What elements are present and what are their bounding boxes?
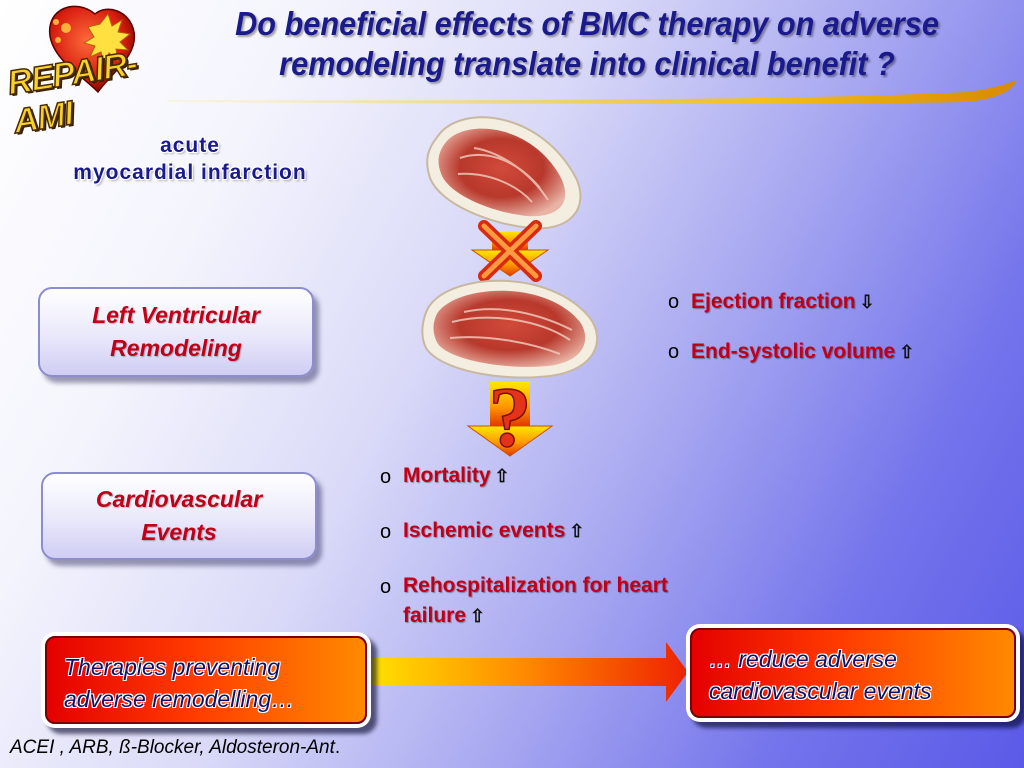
right-arrow-icon	[360, 642, 688, 702]
list-item: o Rehospitalization for heart failure⇧	[380, 571, 703, 631]
down-arrow-icon	[466, 382, 554, 457]
bullet-icon: o	[668, 341, 680, 363]
cross-icon	[478, 220, 542, 282]
cv-events-line-2: Events	[141, 519, 217, 545]
therapies-text: Therapies preventing adverse remodelling…	[64, 651, 374, 715]
clinical-effects-list: o Mortality⇧ o Ischemic events⇧ o Rehosp…	[380, 461, 720, 656]
list-item: o Ischemic events⇧	[380, 516, 720, 546]
heart-slice-icon	[421, 279, 599, 379]
ami-label: acute myocardial infarction	[40, 132, 340, 186]
footnote-text: ACEI , ARB, ß-Blocker, Aldosteron-Ant	[10, 737, 335, 758]
effect-label: Mortality	[403, 464, 491, 487]
effect-label: Rehospitalization for heart failure	[403, 574, 668, 627]
therapies-line-2: adverse remodelling…	[64, 686, 295, 712]
question-mark: ?	[489, 369, 532, 465]
effect-label: Ejection fraction	[691, 290, 856, 313]
footnote-period: .	[334, 737, 341, 758]
title-line-1: Do beneficial effects of BMC therapy on …	[235, 5, 939, 42]
slide-title: Do beneficial effects of BMC therapy on …	[181, 4, 994, 84]
lv-remodeling-line-1: Left Ventricular	[92, 302, 260, 328]
outcome-box	[690, 628, 1016, 718]
up-arrow-icon: ⇧	[470, 606, 486, 626]
outcome-line-2: cardiovascular events	[709, 678, 932, 704]
up-arrow-icon: ⇧	[494, 466, 510, 486]
therapies-line-1: Therapies preventing	[64, 654, 281, 680]
heart-logo-icon	[49, 5, 136, 94]
lv-remodeling-box: Left Ventricular Remodeling	[38, 287, 314, 377]
bullet-icon: o	[380, 466, 392, 488]
remodeling-effects-list: o Ejection fraction⇩ o End-systolic volu…	[668, 290, 914, 390]
up-arrow-icon: ⇧	[899, 342, 915, 362]
heart-slice-icon	[426, 116, 582, 230]
heart-diagram: ?	[421, 116, 599, 466]
cv-events-line-1: Cardiovascular	[95, 486, 263, 512]
ami-label-line-1: acute	[160, 134, 220, 157]
up-arrow-icon: ⇧	[569, 521, 585, 541]
bullet-icon: o	[668, 291, 680, 313]
effect-label: Ischemic events	[403, 519, 566, 542]
drug-class-footnote: ACEI , ARB, ß-Blocker, Aldosteron-Ant.	[10, 737, 340, 759]
lv-remodeling-line-2: Remodeling	[110, 335, 242, 361]
list-item: o End-systolic volume⇧	[668, 340, 914, 364]
title-line-2: remodeling translate into clinical benef…	[279, 45, 895, 82]
list-item: o Mortality⇧	[380, 461, 720, 491]
cv-events-box: Cardiovascular Events	[41, 472, 317, 560]
outcome-line-1: … reduce adverse	[709, 646, 897, 672]
therapies-box	[45, 636, 367, 724]
outcome-text: … reduce adverse cardiovascular events	[709, 643, 1019, 707]
bullet-icon: o	[380, 521, 392, 543]
bullet-icon: o	[380, 576, 392, 598]
list-item: o Ejection fraction⇩	[668, 290, 914, 314]
ami-label-line-2: myocardial infarction	[73, 161, 307, 184]
repair-ami-logo	[49, 5, 136, 94]
down-arrow-icon: ⇩	[859, 292, 875, 312]
effect-label: End-systolic volume	[691, 340, 896, 363]
title-swoosh	[168, 80, 1016, 104]
